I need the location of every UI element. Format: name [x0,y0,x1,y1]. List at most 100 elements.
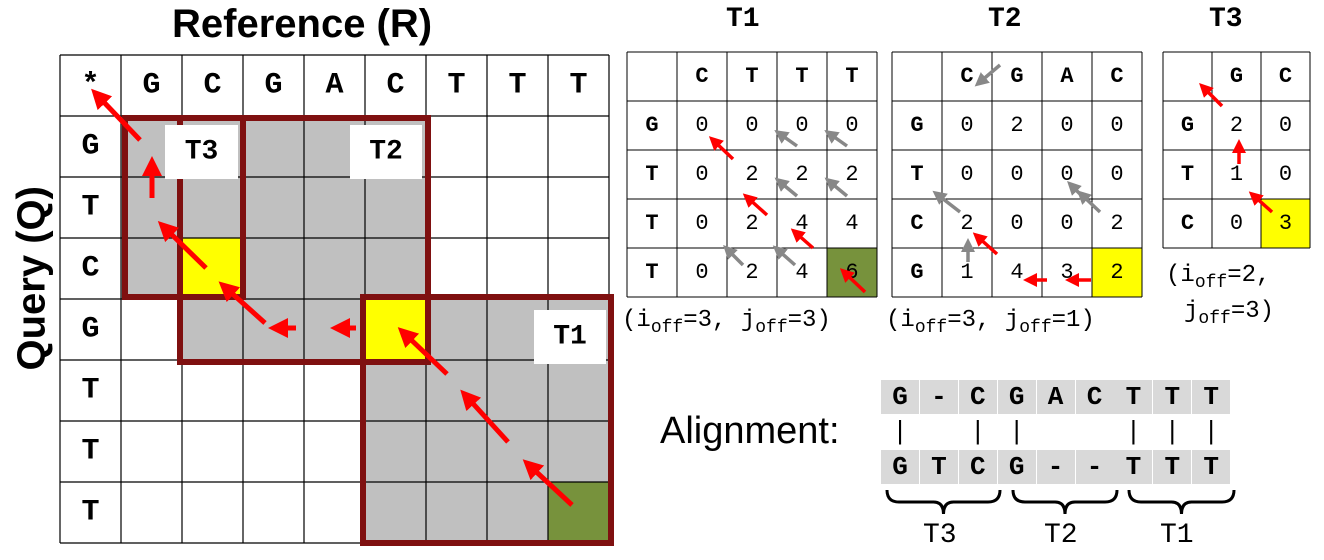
t1-col-letter: C [695,64,708,89]
query-letter: T [81,191,99,225]
t2-row-letter: G [910,113,923,138]
matrix-cell-fill [243,238,304,299]
t3-arrow [1248,191,1274,214]
t3-cell-value: 1 [1230,162,1243,187]
t1-arrow-gray [774,177,799,198]
alignBottom-char: C [958,450,997,484]
t1-cell-value: 2 [745,211,758,236]
t3-cell-value: 0 [1279,113,1292,138]
alignment-label: Alignment: [660,410,840,452]
t3-cell-value: 2 [1230,113,1243,138]
t1-cell-value: 0 [695,260,708,285]
t1-cell-value: 0 [745,113,758,138]
matrix-cell-fill [182,177,243,238]
alignBottom-char: T [919,450,958,484]
alignment-bar [920,415,958,449]
t1-col-letter: T [845,64,858,89]
tile-label-t1: T1 [553,322,587,353]
tile-label-t3-box [165,125,238,179]
t1-row-letter: T [645,162,658,187]
tile-label-t3: T3 [185,137,219,168]
t1-arrow [708,136,735,161]
t2-cell-value: 0 [960,162,973,187]
matrix-cell-fill [426,421,487,482]
matrix-cell-fill [487,482,548,543]
alignTop-char: C [958,380,997,414]
reference-letter: T [569,69,587,103]
reference-letter: T [508,69,526,103]
t2-cell-fill [1092,248,1142,297]
reference-title: Reference (R) [172,2,433,46]
t1-cell-value: 2 [795,162,808,187]
t1-row-letter: G [645,113,658,138]
t2-title: T2 [988,4,1022,35]
t2-row-letter: T [910,162,923,187]
t1-cell-value: 0 [695,162,708,187]
reference-letter: T [447,69,465,103]
alignment-bar: | [1203,417,1219,447]
t3-cell-value: 0 [1279,162,1292,187]
alignTop-char: T [1192,380,1231,414]
alignment-bar [1076,415,1114,449]
t2-cell-value: 3 [1060,260,1073,285]
query-letter: T [81,496,99,530]
alignment-bar: | [1008,417,1025,447]
matrix-cell-yellow-t2 [365,299,426,360]
reference-letter: C [203,69,221,103]
alignBottom-char: T [1192,450,1231,484]
group-label-t2: T2 [1044,520,1078,551]
alignBottom-char: - [1075,450,1114,484]
matrix-cell-fill [365,421,426,482]
t2-cell-value: 0 [960,113,973,138]
t1-cell-value: 2 [845,162,858,187]
trace-arrow [460,389,510,444]
t2-col-letter: G [1010,64,1023,89]
alignBottom-char: G [997,450,1036,484]
tile-label-t2: T2 [369,137,403,168]
t1-title: T1 [726,4,760,35]
reference-letter: A [325,69,343,103]
t2-col-letter: A [1060,64,1074,89]
alignTop-char: - [919,380,958,414]
t1-cell-value: 4 [795,260,808,285]
t3-title: T3 [1209,4,1243,35]
t2-cell-value: 2 [1010,113,1023,138]
group-label-t1: T1 [1160,520,1194,551]
matrix-cell-fill [365,360,426,421]
query-letter: T [81,374,99,408]
t1-cell-value: 2 [745,260,758,285]
t2-cell-value: 2 [1110,211,1123,236]
matrix-cell-fill [121,238,182,299]
t3-col-letter: C [1279,64,1292,89]
t3-row-letter: G [1181,113,1194,138]
t1-cell-value: 2 [745,162,758,187]
reference-letter: C [386,69,404,103]
t1-arrow-gray [824,129,849,148]
matrix-cell-fill [548,421,609,482]
t2-cell-value: 0 [1010,211,1023,236]
t1-cell-value: 0 [695,113,708,138]
t1-cell-value: 4 [845,211,858,236]
brace-t2 [1011,489,1119,515]
t2-arrow-gray [974,63,1002,87]
t2-row-letter: C [910,211,923,236]
matrix-cell-fill [365,482,426,543]
t2-cell-value: 0 [1010,162,1023,187]
matrix-cell-fill [182,299,243,360]
t2-arrow-gray [1076,190,1102,214]
t2-cell-value: 2 [1110,260,1123,285]
t3-cell-value: 0 [1230,211,1243,236]
tile-label-t2-box [350,125,422,179]
tile-label-t1-box [534,310,606,364]
t2-cell-value: 1 [960,260,973,285]
t2-offset: (ioff=3, joff=1) [886,307,1095,338]
t2-row-letter: G [910,260,923,285]
t2-arrow-gray [1067,181,1084,198]
alignment-bar: | [969,417,986,447]
query-letter: G [81,130,99,164]
alignment-bar: | [1164,417,1181,447]
query-letter: C [81,252,99,286]
matrix-cell-fill [487,360,548,421]
t1-arrow-gray [774,129,799,148]
